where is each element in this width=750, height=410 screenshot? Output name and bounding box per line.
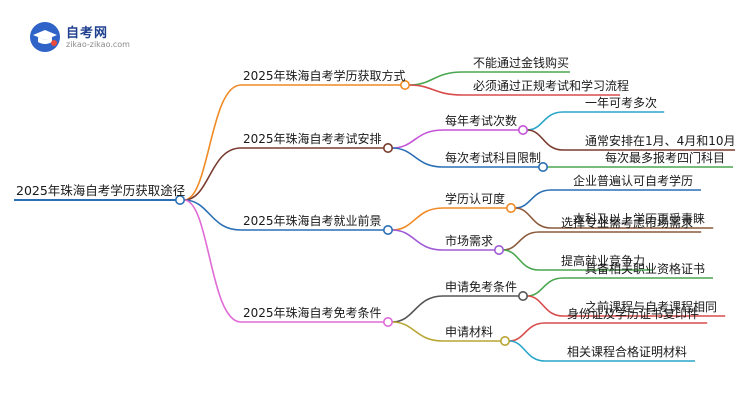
logo-url: zikao-zikao.com bbox=[66, 40, 130, 49]
leaf-node-0-1[interactable]: 必须通过正规考试和学习流程 bbox=[473, 79, 630, 93]
sub-connector-2-0[interactable] bbox=[505, 203, 516, 214]
branch-edge-3 bbox=[183, 199, 242, 323]
branch-connector-2[interactable] bbox=[382, 225, 393, 236]
leaf-edge-2-1-0 bbox=[502, 231, 540, 251]
leaf-node-1-1-0[interactable]: 每次最多报考四门科目 bbox=[605, 151, 726, 165]
leaf-edge-1-0-0 bbox=[526, 111, 564, 131]
branch-edge-0 bbox=[183, 84, 242, 201]
sub-node-2-0[interactable]: 学历认可度 bbox=[445, 192, 506, 206]
graduation-cap-icon bbox=[30, 22, 60, 52]
leaf-node-2-1-1[interactable]: 提高就业竞争力 bbox=[561, 254, 646, 268]
leaf-edge-2-0-1 bbox=[514, 207, 552, 229]
leaf-node-2-0-1[interactable]: 本科及以上学历更受青睐 bbox=[573, 212, 706, 226]
leaf-node-0-0[interactable]: 不能通过金钱购买 bbox=[473, 56, 570, 70]
leaf-edge-3-0-0 bbox=[526, 277, 564, 297]
sub-node-2-1[interactable]: 市场需求 bbox=[445, 234, 494, 248]
sub-node-3-1[interactable]: 申请材料 bbox=[445, 325, 494, 339]
leaf-edge-0-0 bbox=[408, 71, 464, 86]
leaf-node-2-0-0[interactable]: 企业普遍认可自考学历 bbox=[573, 174, 694, 188]
branch-edge-1 bbox=[183, 147, 242, 201]
site-logo[interactable]: 自考网 zikao-zikao.com bbox=[30, 20, 140, 52]
leaf-edge-0-1 bbox=[408, 84, 464, 96]
leaf-node-3-0-1[interactable]: 之前课程与自考课程相同 bbox=[585, 300, 718, 314]
leaf-edge-3-0-1 bbox=[526, 295, 564, 317]
leaf-node-2-1-0[interactable]: 选择专业需考虑市场需求 bbox=[561, 216, 694, 230]
sub-edge-1-1 bbox=[391, 147, 444, 168]
leaf-node-3-1-1[interactable]: 相关课程合格证明材料 bbox=[567, 345, 688, 359]
sub-edge-2-1 bbox=[391, 229, 444, 251]
sub-edge-3-0 bbox=[391, 295, 444, 323]
leaf-node-3-1-0[interactable]: 身份证及学历证书复印件 bbox=[567, 307, 700, 321]
sub-node-1-0[interactable]: 每年考试次数 bbox=[445, 114, 518, 128]
branch-connector-0[interactable] bbox=[399, 80, 410, 91]
leaf-node-1-0-1[interactable]: 通常安排在1月、4月和10月 bbox=[585, 134, 736, 148]
sub-connector-2-1[interactable] bbox=[493, 245, 504, 256]
branch-node-1[interactable]: 2025年珠海自考考试安排 bbox=[243, 132, 382, 146]
branch-connector-1[interactable] bbox=[382, 143, 393, 154]
leaf-node-3-0-0[interactable]: 具备相关职业资格证书 bbox=[585, 262, 706, 276]
leaf-edge-2-0-0 bbox=[514, 189, 552, 209]
leaf-edge-3-1-0 bbox=[508, 322, 546, 342]
branch-edge-2 bbox=[183, 199, 242, 231]
branch-node-3[interactable]: 2025年珠海自考免考条件 bbox=[243, 306, 382, 320]
sub-edge-2-0 bbox=[391, 207, 444, 231]
root-node[interactable]: 2025年珠海自考学历获取途径 bbox=[16, 183, 186, 198]
sub-connector-1-1[interactable] bbox=[537, 162, 548, 173]
branch-node-2[interactable]: 2025年珠海自考就业前景 bbox=[243, 214, 382, 228]
leaf-node-1-0-0[interactable]: 一年可考多次 bbox=[585, 96, 658, 110]
sub-edge-1-0 bbox=[391, 129, 444, 149]
leaf-edge-1-0-1 bbox=[526, 129, 564, 151]
leaf-edge-2-1-1 bbox=[502, 249, 540, 271]
sub-connector-3-1[interactable] bbox=[499, 335, 510, 346]
branch-node-0[interactable]: 2025年珠海自考学历获取方式 bbox=[243, 69, 406, 83]
sub-node-1-1[interactable]: 每次考试科目限制 bbox=[445, 151, 542, 165]
leaf-edge-3-1-1 bbox=[508, 340, 546, 362]
sub-connector-3-0[interactable] bbox=[517, 290, 528, 301]
sub-edge-3-1 bbox=[391, 321, 444, 342]
sub-node-3-0[interactable]: 申请免考条件 bbox=[445, 280, 518, 294]
sub-connector-1-0[interactable] bbox=[517, 125, 528, 136]
branch-connector-3[interactable] bbox=[382, 316, 393, 327]
logo-name: 自考网 bbox=[66, 26, 109, 41]
root-connector[interactable] bbox=[175, 195, 186, 206]
